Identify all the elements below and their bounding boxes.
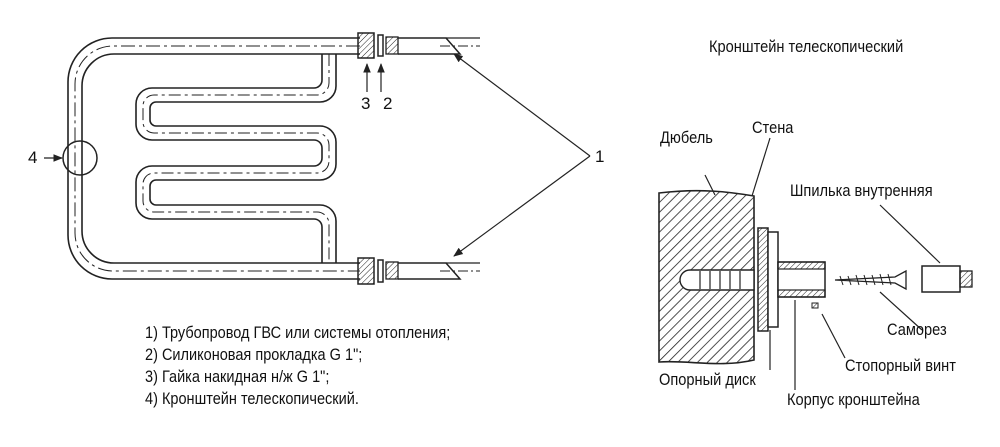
label-bracket-body: Корпус кронштейна xyxy=(787,390,920,409)
label-wall: Стена xyxy=(752,118,794,137)
towel-dryer-drawing xyxy=(62,32,480,285)
callout-2: 2 xyxy=(383,94,393,113)
label-inner-stud: Шпилька внутренняя xyxy=(790,181,933,200)
callout-3: 3 xyxy=(361,94,371,113)
bracket-title: Кронштейн телескопический xyxy=(709,37,904,56)
callout-1: 1 xyxy=(595,147,605,166)
legend-item-2: 2) Силиконовая прокладка G 1"; xyxy=(145,346,363,364)
right-leaders xyxy=(704,137,941,390)
bracket-drawing xyxy=(658,189,973,365)
legend-item-4: 4) Кронштейн телескопический. xyxy=(145,390,359,408)
label-support-disc: Опорный диск xyxy=(659,370,756,389)
callout-4: 4 xyxy=(28,148,38,167)
label-dowel: Дюбель xyxy=(660,128,713,147)
label-self-tapping-screw: Саморез xyxy=(887,320,947,339)
legend-item-3: 3) Гайка накидная н/ж G 1"; xyxy=(145,368,330,386)
legend: 1) Трубопровод ГВС или системы отопления… xyxy=(145,322,450,410)
label-set-screw: Стопорный винт xyxy=(845,356,956,375)
left-leaders xyxy=(44,53,591,257)
legend-item-1: 1) Трубопровод ГВС или системы отопления… xyxy=(145,324,451,342)
